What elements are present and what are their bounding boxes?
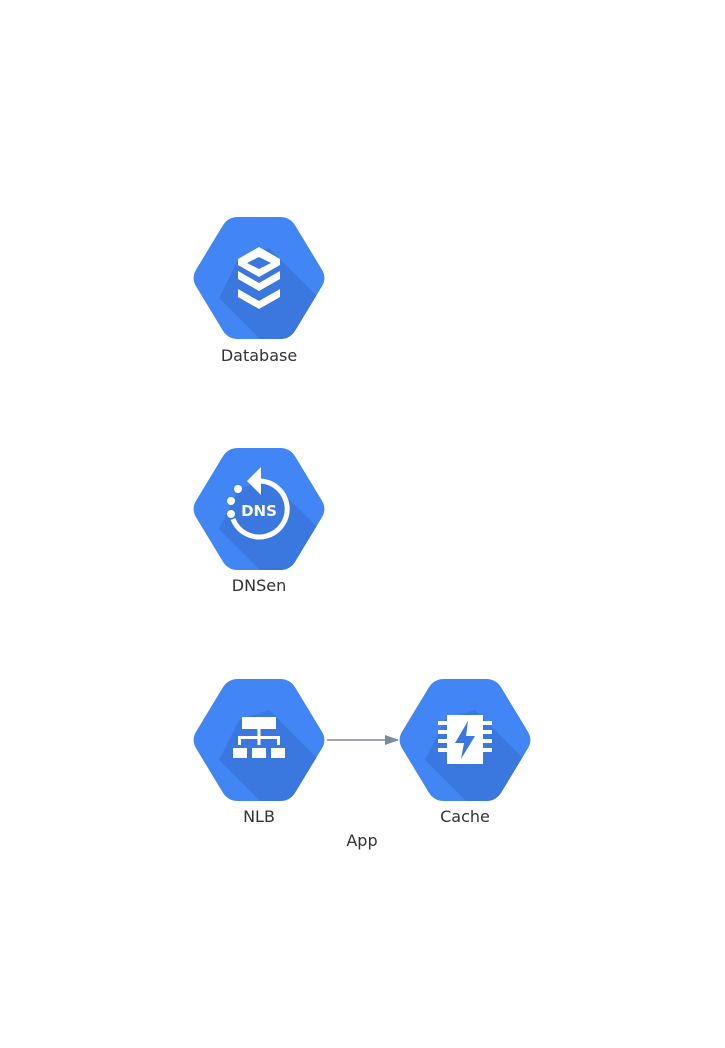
node-label-nlb: NLB <box>243 807 275 826</box>
hexagon-shadow <box>219 479 325 570</box>
node-cache[interactable] <box>399 679 545 820</box>
dns-icon: DNS <box>227 467 290 540</box>
node-dns[interactable]: DNS <box>193 448 339 589</box>
memorystore-icon <box>438 715 492 764</box>
node-database[interactable] <box>193 217 339 358</box>
node-label-dns: DNSen <box>231 576 287 595</box>
node-nlb[interactable] <box>193 679 339 820</box>
load-balancer-icon <box>233 717 285 758</box>
node-label-cache: Cache <box>440 807 490 826</box>
hexagon-shadow <box>425 710 531 801</box>
hexagon-shadow <box>219 710 325 801</box>
group-label-app: App <box>346 831 378 850</box>
svg-text:DNS: DNS <box>241 502 277 520</box>
database-icon <box>238 247 280 309</box>
node-label-database: Database <box>220 346 298 365</box>
